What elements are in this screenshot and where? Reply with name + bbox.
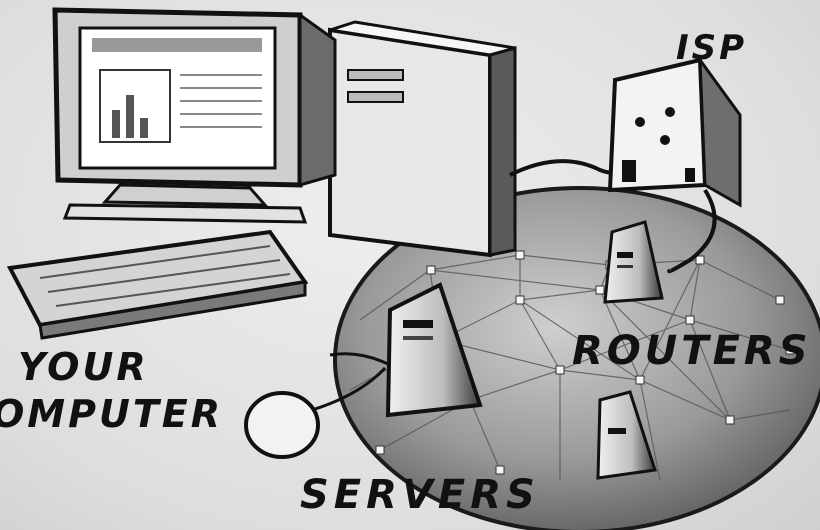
computer-label: OMPUTER [0,392,223,436]
router-cable [667,188,717,274]
server-lower [596,390,657,480]
monitor [52,7,337,224]
internet-globe [333,186,820,530]
routers-label: ROUTERS [572,328,812,374]
computer-tower [328,20,517,258]
isp-modem [607,55,742,208]
keyboard [6,229,309,340]
servers-label: SERVERS [300,472,540,518]
mouse [244,366,387,459]
router-top [603,220,664,304]
isp-label: ISP [676,28,748,68]
server-main [329,282,483,418]
your-label: YOUR [18,345,149,389]
